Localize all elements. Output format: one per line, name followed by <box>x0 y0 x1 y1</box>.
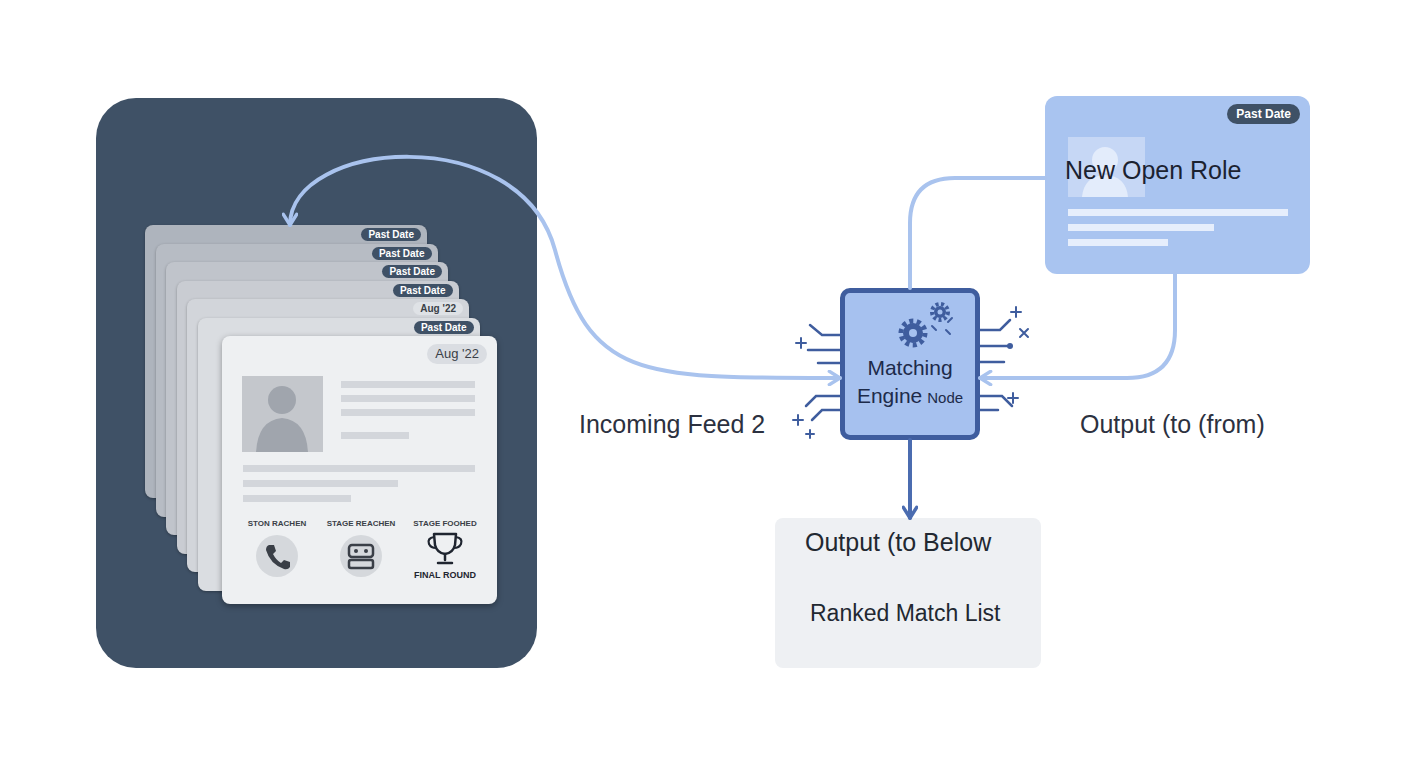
circuit-line <box>818 362 840 365</box>
plus-mark <box>1011 307 1021 317</box>
flow-connector <box>908 440 912 518</box>
circuit-line <box>812 410 840 420</box>
engine-box: Matching EngineNode <box>840 288 980 440</box>
date-tag: Aug '22 <box>427 344 487 364</box>
plus-mark <box>793 415 803 425</box>
candidate-card: Aug '22STON RACHENSTAGE REACHENSTAGE FOO… <box>222 336 497 604</box>
date-tag: Past Date <box>372 247 432 260</box>
connector-label: Incoming Feed 2 <box>579 410 765 439</box>
history-panel <box>96 98 537 668</box>
role-card: Past DateNew Open Role <box>1045 96 1310 274</box>
circuit-line <box>980 320 1010 330</box>
stage-label: FINAL ROUND <box>400 570 490 580</box>
date-tag: Past Date <box>393 284 453 297</box>
date-tag: Past Date <box>382 265 442 278</box>
plus-mark <box>1008 393 1018 403</box>
circuit-line <box>810 325 840 335</box>
circuit-line <box>980 396 1012 406</box>
engine-subtitle: Node <box>927 389 963 406</box>
date-tag: Past Date <box>414 321 474 334</box>
date-tag: Aug '22 <box>413 302 463 315</box>
output-box: Output (to BelowRanked Match List <box>775 518 1041 668</box>
flow-connector <box>910 178 1045 288</box>
circuit-line <box>980 361 1004 364</box>
circuit-dot <box>1007 343 1013 349</box>
cross-mark <box>1020 329 1028 337</box>
output-body: Ranked Match List <box>810 600 1000 627</box>
stage-label: STON RACHEN <box>232 519 322 528</box>
date-tag: Past Date <box>1227 104 1300 124</box>
circuit-line <box>806 396 840 406</box>
circuit-line <box>808 349 840 352</box>
role-title: New Open Role <box>1065 156 1241 185</box>
circuit-line <box>980 345 1010 348</box>
stage-label: STAGE REACHEN <box>316 519 406 528</box>
plus-mark <box>796 338 806 348</box>
circuit-line <box>980 409 998 412</box>
stage-label: STAGE FOOHED <box>400 519 490 528</box>
flow-connector <box>980 274 1175 378</box>
output-title: Output (to Below <box>805 528 991 557</box>
plus-mark <box>806 430 814 438</box>
date-tag: Past Date <box>361 228 421 241</box>
connector-label: Output (to (from) <box>1080 410 1265 439</box>
